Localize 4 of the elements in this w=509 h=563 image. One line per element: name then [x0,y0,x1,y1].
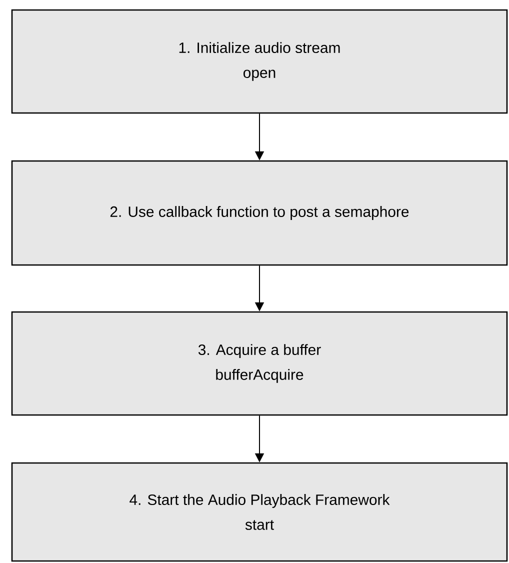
process-box: 4. Start the Audio Playback Framework start [11,462,508,562]
process-box: 3. Acquire a buffer bufferAcquire [11,311,508,416]
process-box: 1. Initialize audio stream open [11,9,508,114]
process-box: 2. Use callback function to post a semaphore [11,160,508,266]
